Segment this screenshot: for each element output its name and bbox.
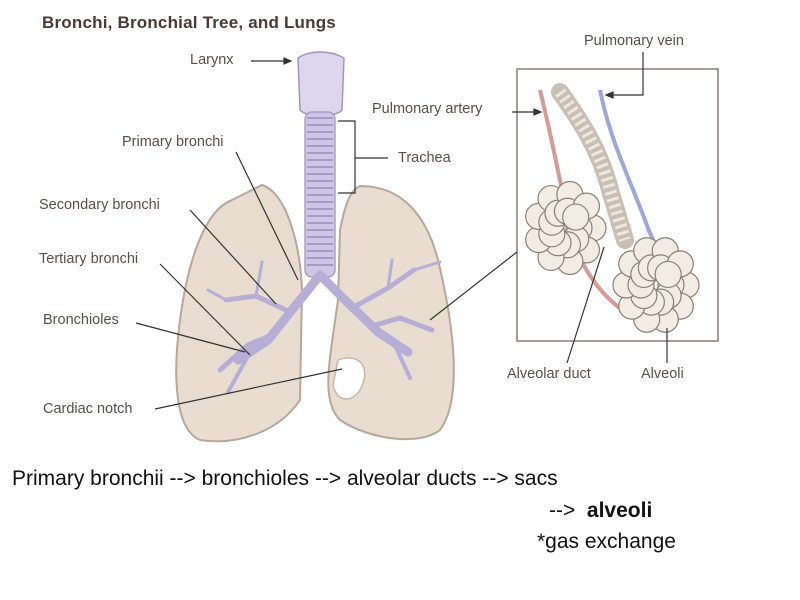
label-larynx: Larynx — [190, 52, 234, 68]
tertiary-bronchi-leader — [159, 263, 251, 356]
caption-line-3: *gas exchange — [537, 530, 676, 553]
alveolus — [654, 260, 682, 289]
caption-line-2-prefix: --> — [549, 499, 576, 522]
alveolar-sac-lower — [612, 237, 700, 333]
left-lung — [327, 184, 455, 441]
diagram-title: Bronchi, Bronchial Tree, and Lungs — [42, 13, 336, 32]
pulmonary-artery-arrowhead — [533, 108, 543, 116]
trachea-rings — [307, 117, 333, 266]
leader-lines — [135, 52, 668, 410]
label-pulmonary-artery: Pulmonary artery — [372, 101, 483, 117]
caption-line-2: --> alveoli — [549, 499, 652, 523]
secondary-bronchi-leader — [189, 209, 277, 305]
inset-bronchiole-rings — [555, 88, 631, 242]
trachea-bracket — [338, 120, 356, 194]
larynx-arrowhead — [283, 57, 293, 65]
caption-alveoli-bold: alveoli — [586, 499, 653, 522]
label-primary-bronchi: Primary bronchi — [122, 134, 224, 150]
label-trachea: Trachea — [398, 150, 451, 166]
larynx-shape — [297, 51, 345, 117]
pulmonary-vein-arrowhead — [604, 91, 614, 99]
primary-bronchi-leader — [235, 151, 299, 281]
label-pulmonary-vein: Pulmonary vein — [584, 33, 684, 49]
inset-connector-leader — [429, 251, 518, 321]
cardiac-notch-shape — [332, 357, 366, 400]
caption-line-1: Primary bronchii --> bronchioles --> alv… — [12, 467, 558, 490]
label-cardiac-notch: Cardiac notch — [43, 401, 133, 417]
bronchial-tree — [206, 258, 442, 394]
alveolus — [562, 203, 590, 231]
label-alveoli: Alveoli — [641, 366, 684, 382]
right-lung — [175, 183, 304, 443]
label-alveolar-duct: Alveolar duct — [507, 366, 591, 382]
label-secondary-bronchi: Secondary bronchi — [39, 197, 160, 213]
bronchioles-leader — [135, 322, 246, 353]
label-tertiary-bronchi: Tertiary bronchi — [39, 251, 139, 267]
label-bronchioles: Bronchioles — [43, 312, 119, 328]
cardiac-notch-leader — [154, 368, 343, 410]
pulmonary-vein-leader — [610, 52, 644, 96]
alveolar-duct-leader — [566, 246, 605, 364]
alveolar-sac-upper — [525, 180, 607, 276]
